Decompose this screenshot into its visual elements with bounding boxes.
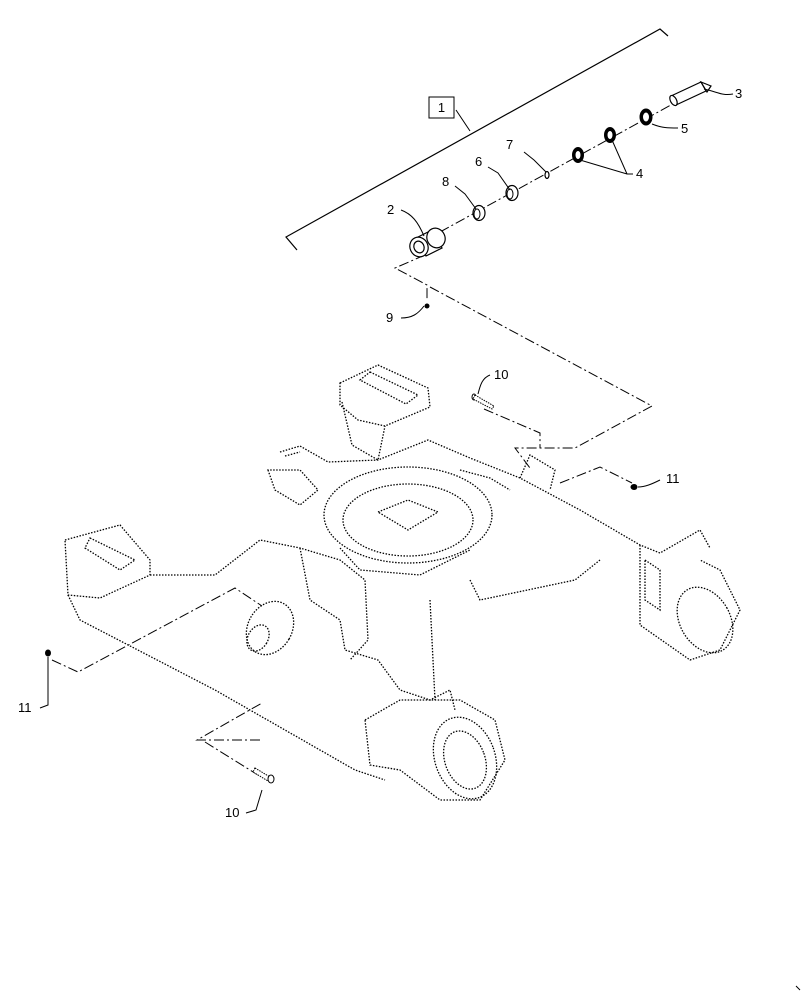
callout-11-left: 11 <box>18 700 32 715</box>
callout-3: 3 <box>735 86 742 101</box>
assembly-bracket: 1 <box>285 28 669 251</box>
callout-10-bottom: 10 <box>225 805 239 820</box>
callout-10-top: 10 <box>494 367 508 382</box>
callout-11-right: 11 <box>666 471 680 486</box>
nut-11-right <box>630 484 638 490</box>
callouts: 3 5 4 7 6 8 2 9 10 11 11 10 <box>18 86 742 820</box>
leader-lines <box>39 88 734 814</box>
washer-4a <box>604 127 616 143</box>
pin-stack <box>409 80 712 309</box>
callout-9: 9 <box>386 310 393 325</box>
callout-2: 2 <box>387 202 394 217</box>
corner-mark <box>795 985 801 991</box>
callout-8: 8 <box>442 174 449 189</box>
callout-7: 7 <box>506 137 513 152</box>
washer-5 <box>639 108 653 126</box>
washer-4b <box>572 147 584 163</box>
bushing-2 <box>409 227 446 258</box>
centerlines <box>51 99 681 776</box>
assembly-label: 1 <box>438 100 445 115</box>
callout-4: 4 <box>636 166 643 181</box>
nut-11-left <box>45 649 51 657</box>
bolt-10-bottom <box>252 767 275 784</box>
callout-5: 5 <box>681 121 688 136</box>
snap-ring-7 <box>544 170 550 180</box>
callout-6: 6 <box>475 154 482 169</box>
pin <box>669 80 712 107</box>
bolt-10-top <box>471 393 495 410</box>
ring-8 <box>472 204 486 222</box>
grease-fitting-9 <box>424 303 430 309</box>
undercarriage-frame <box>64 364 741 801</box>
assembly-label-box <box>428 96 455 119</box>
